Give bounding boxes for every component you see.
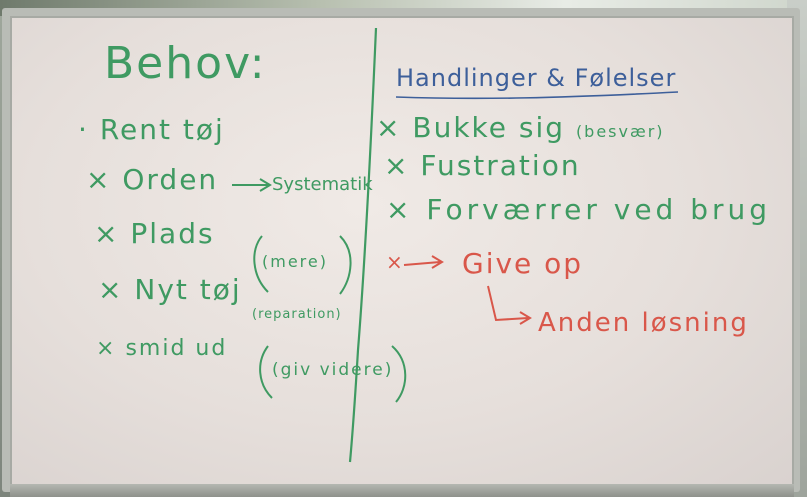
heading-underline bbox=[395, 91, 679, 100]
list-item: × Orden bbox=[86, 163, 219, 196]
needs-title: Behov: bbox=[104, 38, 267, 89]
list-item: × Forværrer ved brug bbox=[386, 193, 772, 226]
list-item: × smid ud bbox=[96, 336, 228, 361]
list-item: × Nyt tøj bbox=[98, 273, 242, 306]
list-item: Anden løsning bbox=[538, 308, 749, 338]
arrow-anden-losning bbox=[487, 285, 532, 325]
column-divider-line bbox=[348, 27, 378, 463]
item-note: (giv videre) bbox=[272, 360, 394, 380]
arrow-target-text: Systematik bbox=[272, 174, 373, 195]
list-item: · Rent tøj bbox=[78, 113, 225, 146]
item-note: (reparation) bbox=[252, 307, 342, 322]
arrow-give-op bbox=[403, 255, 444, 269]
red-bullet: × bbox=[386, 250, 405, 274]
marker-tray bbox=[10, 484, 794, 497]
paren-smid bbox=[259, 345, 407, 403]
list-item: × Plads bbox=[94, 217, 215, 250]
paren-plads bbox=[253, 235, 352, 295]
list-item: × Bukke sig (besvær) bbox=[376, 111, 665, 144]
arrow-orden-systematik bbox=[232, 178, 272, 192]
list-item: Give op bbox=[462, 247, 584, 280]
actions-feelings-heading: Handlinger & Følelser bbox=[396, 64, 677, 92]
list-item: × Fustration bbox=[384, 149, 581, 182]
item-note: (mere) bbox=[262, 252, 328, 271]
